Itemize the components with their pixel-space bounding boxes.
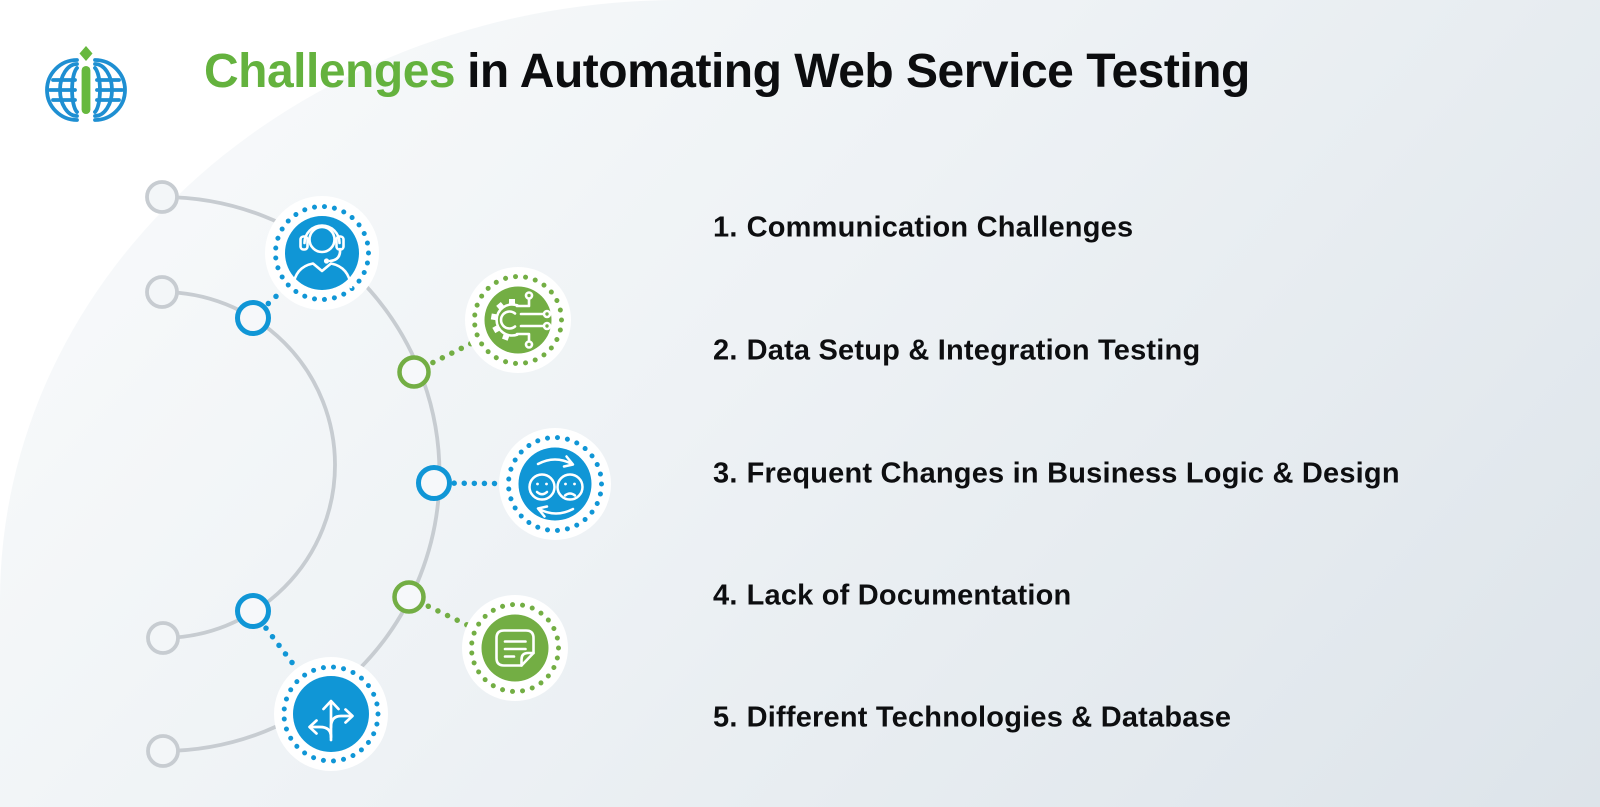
globe-right-half [93,58,127,122]
logo-letter-i [79,46,93,114]
item-number: 3. [713,457,738,490]
item-label: Frequent Changes in Business Logic & Des… [746,457,1400,490]
terminal-circle [146,621,180,655]
item-label: Different Technologies & Database [746,701,1232,734]
challenge-item-1: 1.Communication Challenges [713,212,1133,245]
ring-node-green [397,355,431,389]
challenge-item-3: 3.Frequent Changes in Business Logic & D… [713,458,1400,491]
item-number: 1. [713,211,738,244]
globe-i-logo [45,46,127,122]
ring-node-blue [416,465,452,501]
inner-arc [161,290,337,640]
item-number: 4. [713,579,738,612]
ring-node-green [392,580,426,614]
icon-disc [484,286,552,354]
title-rest: in Automating Web Service Testing [467,45,1250,98]
headset-support-icon [265,196,379,310]
challenge-diagram [145,180,611,771]
icon-dotted-ring [469,602,561,694]
terminal-circle [146,734,180,768]
gear-integration-icon [465,267,571,373]
item-number: 2. [713,334,738,367]
ring-node-blue [235,593,271,629]
challenge-item-2: 2.Data Setup & Integration Testing [713,335,1200,368]
ring-node-blue [235,300,271,336]
item-label: Communication Challenges [746,211,1134,244]
icon-dotted-ring [281,664,381,764]
icon-dotted-ring [506,435,604,533]
challenge-item-4: 4.Lack of Documentation [713,580,1071,613]
icon-dotted-ring [472,274,564,366]
item-label: Data Setup & Integration Testing [746,334,1201,367]
arc-ring-nodes [235,300,452,629]
terminal-circle [145,180,179,214]
item-label: Lack of Documentation [746,579,1072,612]
challenge-item-5: 5.Different Technologies & Database [713,702,1231,735]
title-highlight: Challenges [204,45,456,98]
icon-dotted-ring [273,204,371,302]
direction-arrows-icon [274,657,388,771]
document-icon [462,595,568,701]
terminal-circles [145,180,180,768]
globe-left-half [45,58,79,122]
terminal-circle [145,275,179,309]
item-number: 5. [713,701,738,734]
faces-change-cycle-icon [499,428,611,540]
